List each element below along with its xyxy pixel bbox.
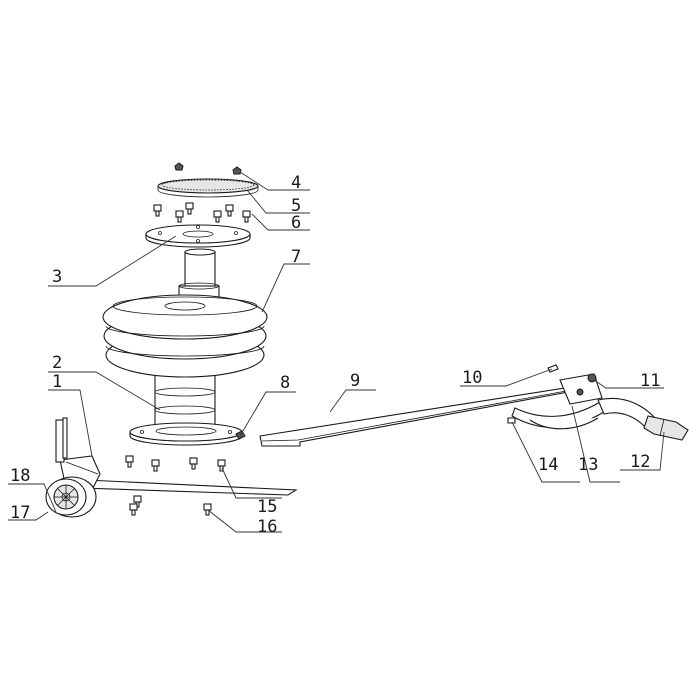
bottom-flange xyxy=(129,422,243,446)
part-3-top-flange xyxy=(145,224,251,248)
part-4-nuts xyxy=(174,162,242,175)
callout-15: 15 xyxy=(257,497,277,517)
callout-2: 2 xyxy=(52,353,62,373)
part-10-pin xyxy=(547,364,559,373)
callout-12: 12 xyxy=(630,452,650,472)
callout-11: 11 xyxy=(640,371,660,391)
callout-17: 17 xyxy=(10,503,30,523)
part-15-base-bolts xyxy=(125,455,226,472)
part-17-18-wheel xyxy=(45,476,97,518)
callout-9: 9 xyxy=(350,371,360,391)
part-5-serrated-disc xyxy=(157,178,259,198)
leader-lines xyxy=(8,171,665,533)
callout-6: 6 xyxy=(291,213,301,233)
callout-10: 10 xyxy=(462,368,482,388)
callout-14: 14 xyxy=(538,455,558,475)
callout-3: 3 xyxy=(52,267,62,287)
part-16-lower-bolts xyxy=(129,495,212,516)
part-11-13-handle-head xyxy=(511,373,605,430)
callout-4: 4 xyxy=(291,173,301,193)
callout-1: 1 xyxy=(52,372,62,392)
part-6-bolts xyxy=(153,202,251,223)
part-12-grip xyxy=(597,397,689,441)
part-14-screw xyxy=(507,417,516,424)
callout-8: 8 xyxy=(280,373,290,393)
callout-18: 18 xyxy=(10,466,30,486)
callout-7: 7 xyxy=(291,247,301,267)
callout-13: 13 xyxy=(578,455,598,475)
callout-5: 5 xyxy=(291,196,301,216)
part-7-bellows xyxy=(102,294,268,378)
callout-16: 16 xyxy=(257,517,277,537)
callout-labels: 4 5 6 3 7 2 1 8 9 10 11 12 13 14 15 16 1… xyxy=(10,173,660,537)
